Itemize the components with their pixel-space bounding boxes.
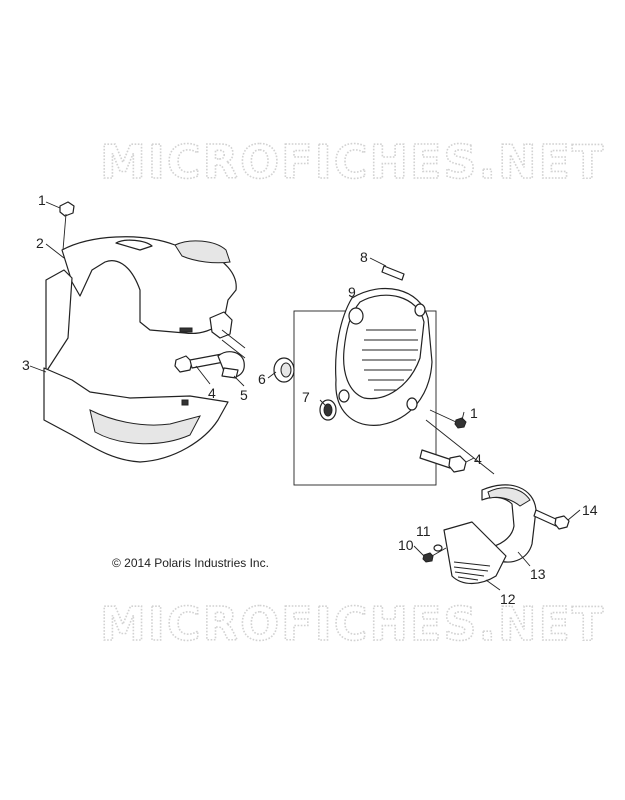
screw-part-10	[422, 547, 447, 563]
clamp-part-5	[217, 351, 245, 379]
callout-13: 13	[530, 566, 546, 582]
upper-shroud-part-2	[61, 236, 237, 339]
callout-12: 12	[500, 591, 516, 607]
screw-part-14	[533, 509, 570, 530]
watermark-top: MICROFICHES.NET	[100, 135, 605, 189]
callout-3: 3	[22, 357, 30, 373]
callout-4: 4	[208, 385, 216, 401]
screen-part-12	[443, 521, 507, 585]
callout-6: 6	[258, 371, 266, 387]
callout-14: 14	[582, 502, 598, 518]
callout-7: 7	[302, 389, 310, 405]
plug-part-6	[273, 357, 295, 383]
watermark-bottom: MICROFICHES.NET	[100, 597, 605, 651]
callout-1-right: 1	[470, 405, 478, 421]
gasket-part-8	[369, 257, 405, 281]
callout-2: 2	[36, 235, 44, 251]
screen-mesh	[453, 561, 491, 581]
callout-10: 10	[398, 537, 414, 553]
fan-housing	[335, 287, 433, 426]
callout-11: 11	[416, 523, 431, 539]
fan-grille	[362, 329, 418, 391]
bolt-part-1	[59, 201, 75, 251]
bolt-part-1-right	[429, 409, 467, 429]
bolt-part-4-right	[419, 419, 495, 475]
callout-9: 9	[348, 284, 356, 300]
callout-5: 5	[240, 387, 248, 403]
copyright-notice: © 2014 Polaris Industries Inc.	[112, 556, 269, 570]
callout-4-right: 4	[474, 451, 482, 467]
washer-part-11	[433, 544, 443, 552]
callout-1: 1	[38, 192, 46, 208]
lower-shroud-part-3	[43, 269, 229, 463]
o-ring-part-7	[319, 399, 337, 421]
bolt-part-4	[174, 353, 225, 373]
callout-8: 8	[360, 249, 368, 265]
